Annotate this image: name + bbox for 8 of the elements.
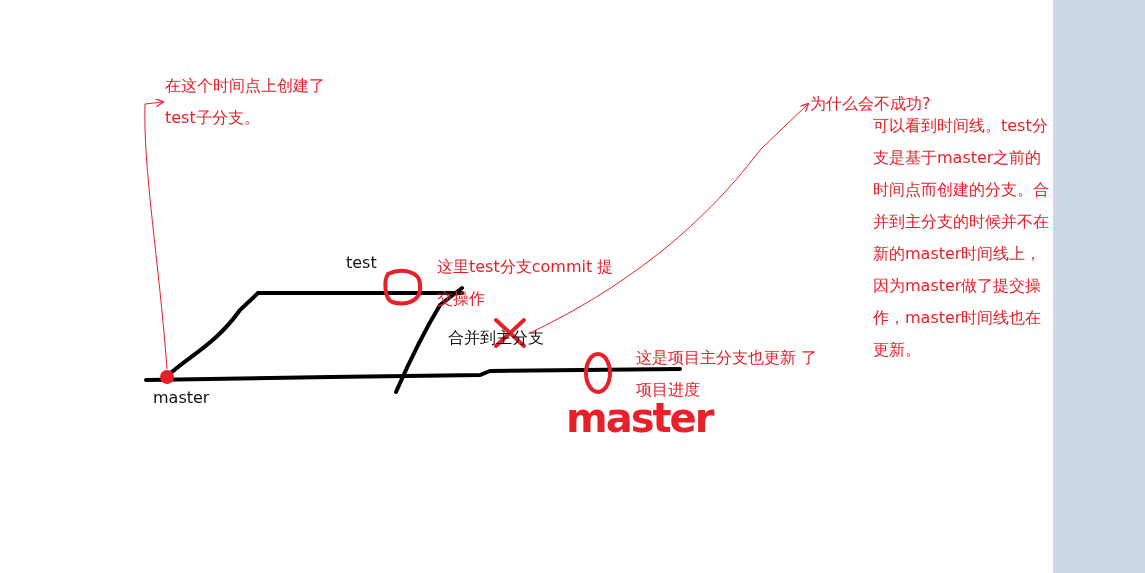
explanation-text: 可以看到时间线。test分支是基于master之前的时间点而创建的分支。合并到主分支的时候并不在新的master时间线上，因为master做了提交操作，master时间线也在更新。 bbox=[873, 115, 1050, 361]
dot-marker bbox=[159, 369, 175, 385]
leader-arrow bbox=[144, 98, 168, 370]
branch-name: test bbox=[346, 252, 378, 274]
annotation-text: 在这个时间点上创建了 test子分支。 bbox=[165, 70, 350, 134]
annotation-text: 这是项目主分支也更新 了项目进度 bbox=[636, 347, 819, 401]
branch-name: master bbox=[153, 387, 211, 409]
leader-arrow bbox=[529, 102, 810, 334]
